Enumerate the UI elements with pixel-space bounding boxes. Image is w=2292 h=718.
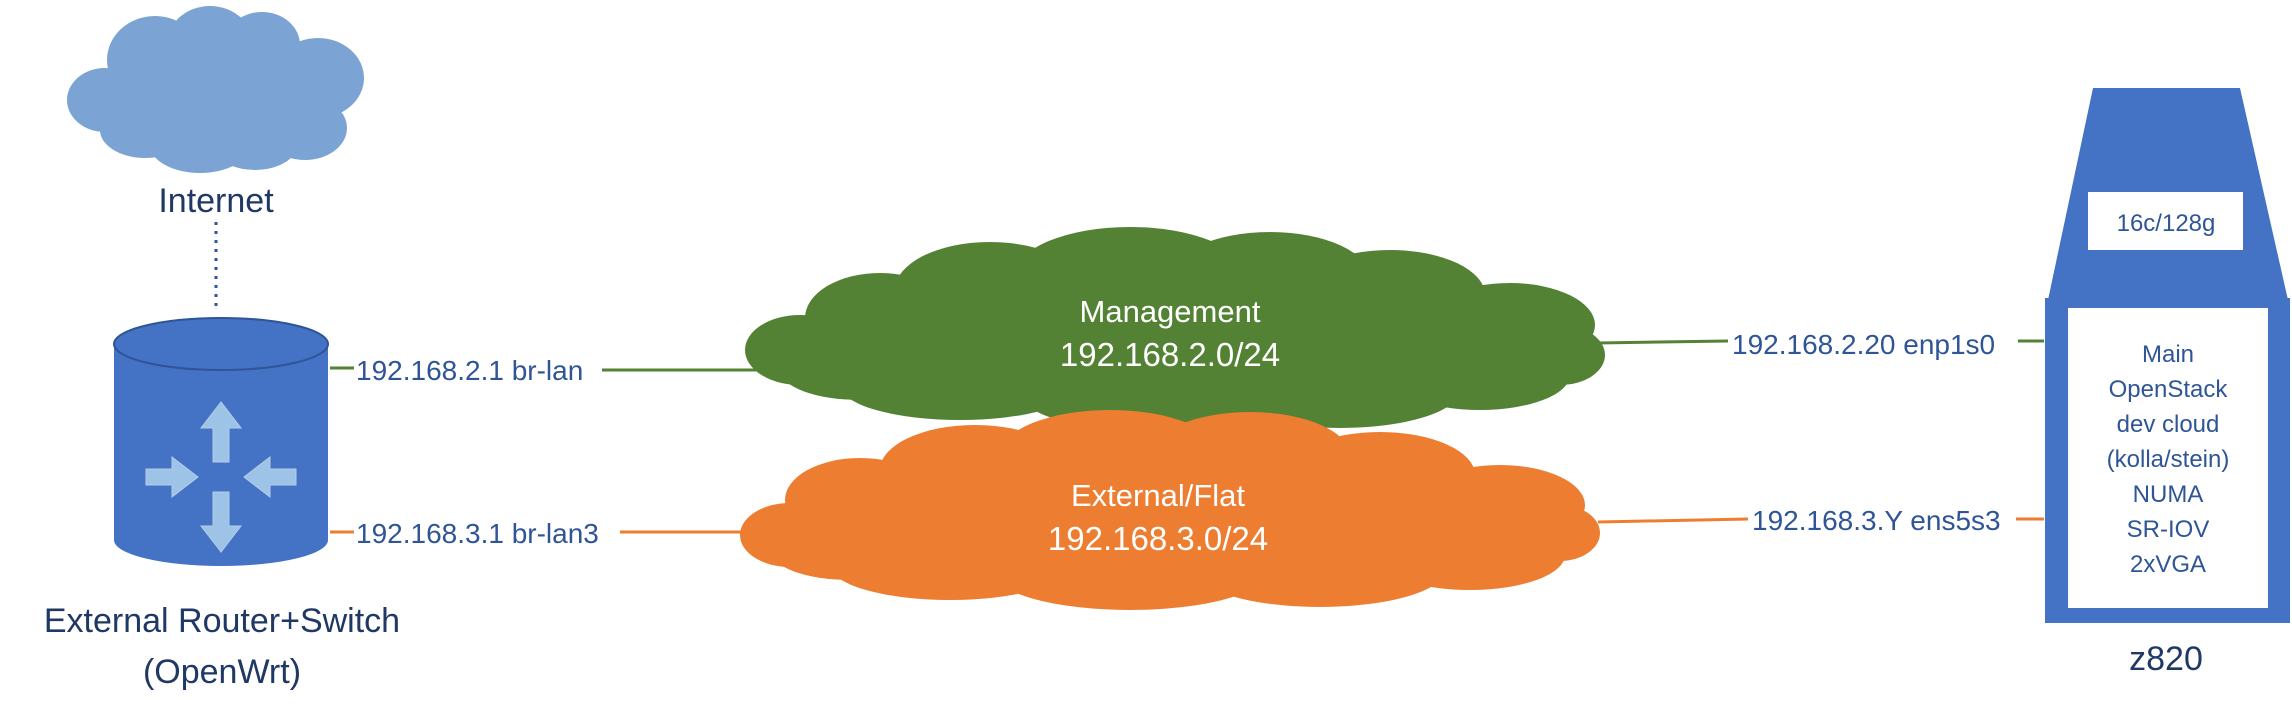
external-network-cidr: 192.168.3.0/24 bbox=[1048, 520, 1268, 557]
external-network-name: External/Flat bbox=[1071, 478, 1245, 513]
server-role: dev cloud bbox=[2117, 411, 2220, 438]
router-icon bbox=[113, 317, 329, 566]
server-role: SR-IOV bbox=[2127, 516, 2210, 543]
server-mgmt-port-label: 192.168.2.20 enp1s0 bbox=[1732, 329, 1995, 360]
server-role: (kolla/stein) bbox=[2107, 446, 2230, 473]
server-ext-port-label: 192.168.3.Y ens5s3 bbox=[1752, 505, 2001, 536]
server-icon bbox=[2045, 88, 2290, 623]
management-network-name: Management bbox=[1080, 294, 1261, 329]
server-role: OpenStack bbox=[2109, 376, 2229, 403]
router-ext-port-label: 192.168.3.1 br-lan3 bbox=[356, 518, 599, 549]
management-network-cidr: 192.168.2.0/24 bbox=[1060, 336, 1280, 373]
management-network-cloud-icon bbox=[745, 227, 1605, 431]
server-role: 2xVGA bbox=[2130, 551, 2206, 578]
router-mgmt-port-label: 192.168.2.1 br-lan bbox=[356, 355, 583, 386]
internet-label: Internet bbox=[158, 182, 274, 220]
server-name: z820 bbox=[2129, 640, 2203, 678]
server-role: NUMA bbox=[2133, 481, 2204, 508]
server-role: Main bbox=[2142, 341, 2194, 368]
server-mgmt-link-a bbox=[1597, 339, 1729, 345]
server-ext-link-a bbox=[1597, 517, 1749, 524]
server-spec: 16c/128g bbox=[2117, 210, 2216, 237]
router-label-line2: (OpenWrt) bbox=[143, 653, 301, 691]
server-roles: Main OpenStack dev cloud (kolla/stein) N… bbox=[2107, 341, 2230, 578]
router-label-line1: External Router+Switch bbox=[44, 602, 400, 640]
external-network-cloud-icon bbox=[740, 410, 1600, 610]
internet-cloud-icon bbox=[67, 6, 364, 173]
